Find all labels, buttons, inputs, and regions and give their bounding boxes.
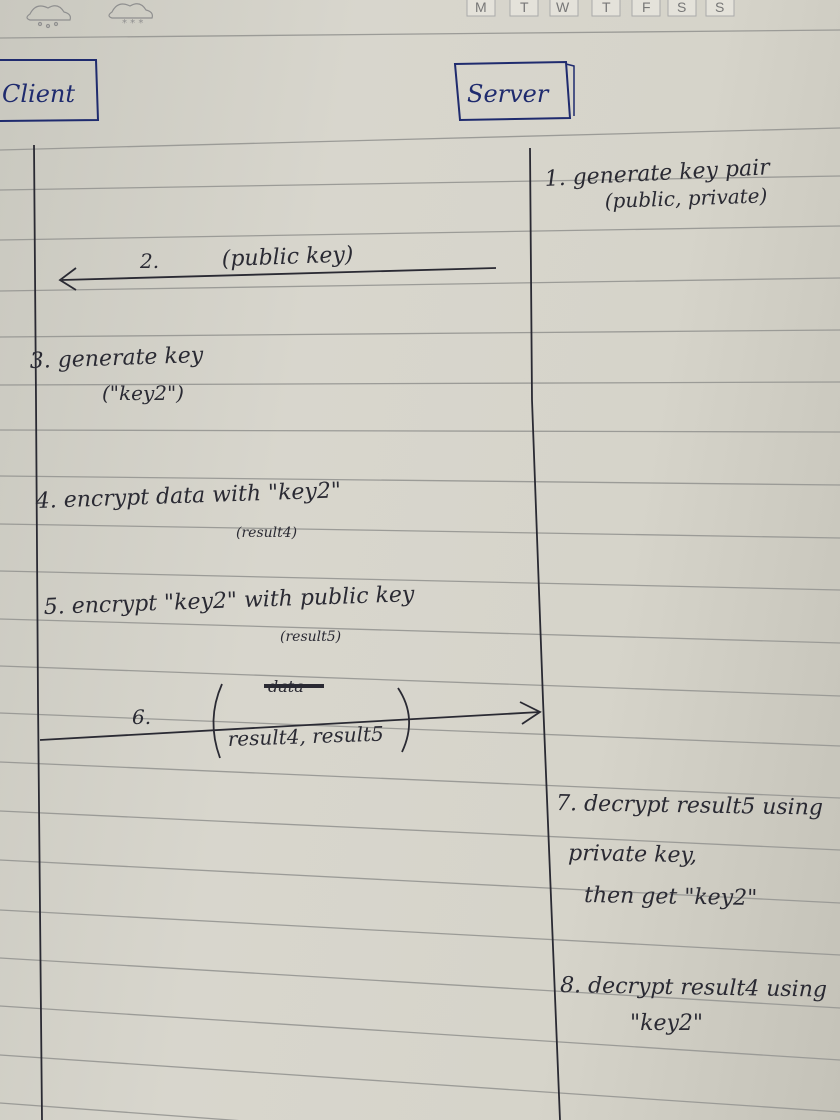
weekday-f: F	[642, 0, 651, 15]
step5-line1: 5. encrypt "key2" with public key	[43, 582, 415, 620]
server-box: Server	[453, 60, 575, 122]
server-label: Server	[467, 80, 550, 108]
step4-line1: 4. encrypt data with "key2"	[34, 478, 341, 514]
step7-line1: 7. decrypt result5 using	[556, 791, 823, 821]
server-lifeline	[529, 147, 561, 1120]
step8-line1: 8. decrypt result4 using	[560, 973, 827, 1003]
svg-text:* * *: * * *	[122, 18, 143, 29]
weekday-su: S	[715, 0, 724, 15]
step3-line1: 3. generate key	[29, 343, 204, 374]
step2-number: 2.	[139, 249, 159, 273]
client-label: Client	[2, 80, 75, 108]
ruled-lines	[0, 29, 840, 1120]
step5-result: (result5)	[280, 629, 341, 645]
step6-label: result4, result5	[227, 722, 384, 751]
weekday-th: T	[602, 0, 611, 15]
step4-result: (result4)	[236, 525, 297, 541]
step1-line2: (public, private)	[604, 183, 767, 213]
client-box: Client	[0, 59, 100, 122]
step2-label: (public key)	[221, 242, 353, 272]
snow-cloud-icon: * * *	[108, 3, 153, 29]
step7-line3: then get "key2"	[584, 883, 758, 911]
step6-arrow	[39, 683, 542, 759]
client-lifeline	[33, 144, 43, 1120]
step8-line2: "key2"	[630, 1011, 703, 1036]
step7-line2: private key,	[568, 841, 697, 868]
step2-arrow	[58, 267, 497, 291]
weekday-w: W	[556, 0, 570, 15]
weekday-sa: S	[677, 0, 686, 15]
weekday-boxes: M T W T F S S	[466, 0, 735, 17]
step6-number: 6.	[132, 705, 151, 729]
step3-line2: ("key2")	[102, 381, 184, 405]
weekday-t: T	[520, 0, 529, 15]
rain-cloud-icon	[26, 5, 71, 29]
lifelines	[33, 144, 561, 1120]
weekday-m: M	[475, 0, 487, 15]
